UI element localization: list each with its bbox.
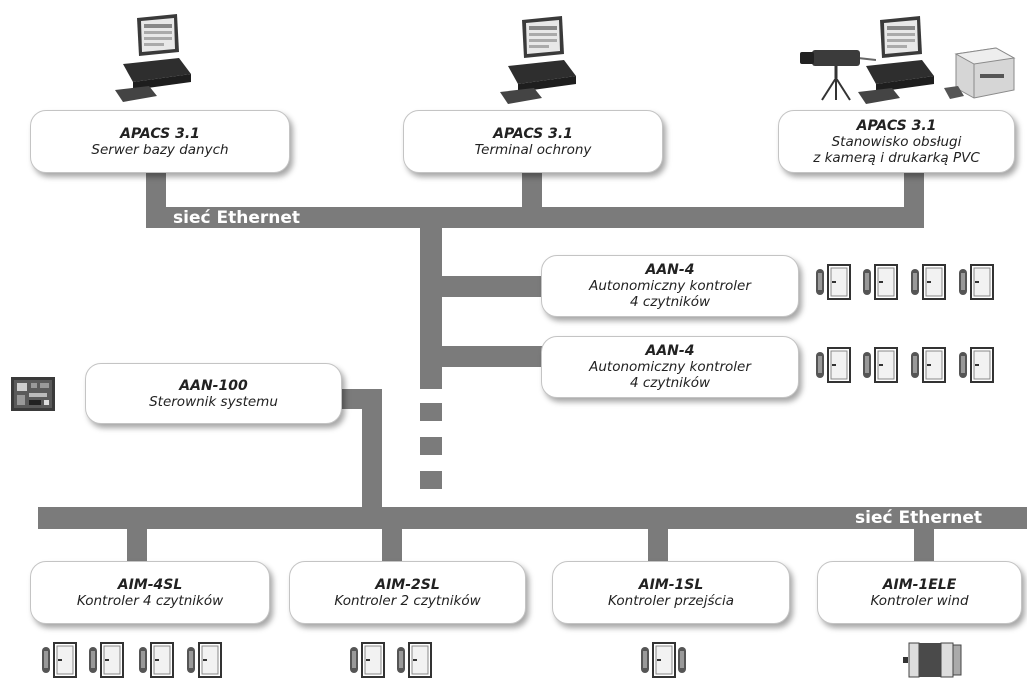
computer-icon	[115, 14, 191, 102]
door-reader-icon	[42, 642, 77, 678]
trunk-continuation-2	[420, 437, 442, 455]
aim-desc: Kontroler 2 czytników	[334, 592, 481, 609]
aan4-box-2: AAN-4 Autonomiczny kontroler 4 czytników	[541, 336, 799, 398]
bottom-ethernet-bus	[38, 507, 1027, 529]
video-camera-icon	[800, 50, 876, 101]
aim2sl-box: AIM-2SL Kontroler 2 czytników	[289, 561, 526, 624]
aim-title: AIM-1ELE	[882, 576, 957, 593]
aim1ele-box: AIM-1ELE Kontroler wind	[817, 561, 1022, 624]
station-desc: Serwer bazy danych	[91, 141, 229, 158]
aan100-link-vertical	[362, 389, 382, 511]
elevator-reader-icon	[903, 642, 962, 678]
station-desc: Stanowisko obsługi	[831, 133, 962, 150]
aim-title: AIM-2SL	[375, 576, 440, 593]
aan4-desc: Autonomiczny kontroler	[589, 359, 751, 375]
door-reader-icon	[959, 347, 994, 383]
door-reader-icon	[911, 347, 946, 383]
door-reader-icon	[187, 642, 222, 678]
aan4-title: AAN-4	[645, 343, 695, 359]
trunk-continuation-1	[420, 403, 442, 421]
branch-aan4-2	[440, 346, 544, 367]
station-title: APACS 3.1	[120, 125, 200, 142]
aim-title: AIM-4SL	[117, 576, 183, 593]
aim-title: AIM-1SL	[638, 576, 704, 593]
controller-board-icon	[11, 377, 55, 411]
aan100-desc: Sterownik systemu	[149, 393, 278, 410]
drop-line-terminal	[522, 173, 542, 213]
aan4-desc: Autonomiczny kontroler	[589, 278, 751, 294]
aan4-desc-2: 4 czytników	[629, 294, 711, 310]
aim-desc: Kontroler 4 czytników	[76, 592, 224, 609]
aan100-title: AAN-100	[179, 377, 248, 394]
door-reader-icon	[139, 642, 174, 678]
door-reader-icon	[816, 347, 851, 383]
drop-line-station	[904, 173, 924, 213]
bottom-network-label: sieć Ethernet	[855, 508, 982, 528]
door-reader-icon	[816, 264, 851, 300]
drop-line-aim1ele	[914, 527, 934, 565]
aan4-title: AAN-4	[645, 262, 695, 278]
top-network-label: sieć Ethernet	[173, 208, 300, 228]
station-desc-2: z kamerą i drukarką PVC	[813, 149, 980, 166]
drop-line-aim1sl	[648, 527, 668, 565]
trunk-continuation-3	[420, 471, 442, 489]
door-reader-icon	[959, 264, 994, 300]
station-title: APACS 3.1	[856, 117, 937, 134]
card-printer-icon	[944, 47, 1016, 99]
aim4sl-box: AIM-4SL Kontroler 4 czytników	[30, 561, 270, 624]
door-reader-icon	[863, 347, 898, 383]
drop-line-server	[146, 173, 166, 213]
aan4-box-1: AAN-4 Autonomiczny kontroler 4 czytników	[541, 255, 799, 317]
door-reader-icon	[863, 264, 898, 300]
door-reader-icon	[350, 642, 385, 678]
station-desc: Terminal ochrony	[474, 141, 592, 158]
station-terminal-box: APACS 3.1 Terminal ochrony	[403, 110, 663, 173]
computer-icon	[500, 16, 576, 104]
station-operator-box: APACS 3.1 Stanowisko obsługi z kamerą i …	[778, 110, 1015, 173]
aim-desc: Kontroler przejścia	[608, 592, 734, 609]
door-reader-icon	[397, 642, 432, 678]
door-reader-icon	[89, 642, 124, 678]
aan100-box: AAN-100 Sterownik systemu	[85, 363, 342, 424]
door-reader-icon	[641, 642, 686, 678]
drop-line-aim4sl	[127, 527, 147, 565]
station-server-box: APACS 3.1 Serwer bazy danych	[30, 110, 290, 173]
branch-aan4-1	[440, 276, 544, 297]
aim1sl-box: AIM-1SL Kontroler przejścia	[552, 561, 790, 624]
aan4-desc-2: 4 czytników	[629, 375, 711, 391]
top-ethernet-bus	[146, 207, 924, 228]
vertical-trunk	[420, 226, 442, 389]
door-reader-icon	[911, 264, 946, 300]
computer-icon	[858, 16, 934, 104]
station-title: APACS 3.1	[493, 125, 573, 142]
aim-desc: Kontroler wind	[870, 592, 969, 609]
drop-line-aim2sl	[382, 527, 402, 565]
